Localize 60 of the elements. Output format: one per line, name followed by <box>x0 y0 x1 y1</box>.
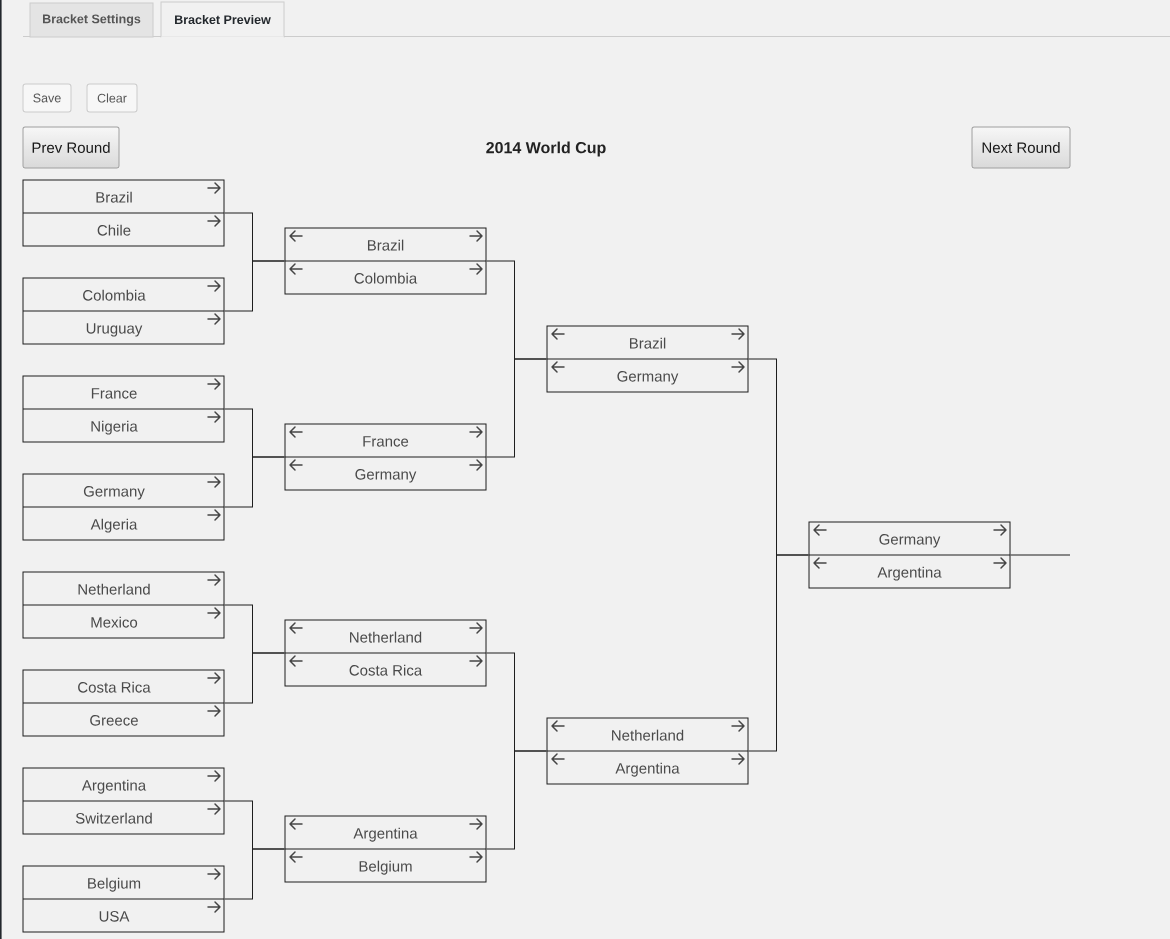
team-name: Chile <box>97 224 131 236</box>
team-name: Netherland <box>78 583 150 595</box>
button: Prev Round <box>22 126 120 169</box>
team-name: Germany <box>355 469 417 483</box>
connector-line <box>224 456 285 508</box>
match-box <box>546 717 749 785</box>
match-box <box>284 619 487 687</box>
button: Next Round <box>971 126 1071 169</box>
match-box <box>22 375 225 443</box>
match-box <box>22 179 225 247</box>
team-name: Belgium <box>88 877 141 892</box>
team-name: Belgium <box>359 860 412 875</box>
team-name: Colombia <box>354 272 418 284</box>
team-name: Argentina <box>877 566 942 581</box>
team-name: Nigeria <box>91 420 138 435</box>
team-name: France <box>363 436 409 447</box>
connector-line <box>486 358 547 458</box>
team-name: Germany <box>83 486 145 500</box>
connector-line <box>1010 554 1071 556</box>
match-box <box>22 277 225 345</box>
button: Clear <box>86 83 138 113</box>
team-name: Argentina <box>81 779 147 794</box>
match-box <box>22 767 225 835</box>
team-name: Greece <box>90 715 138 726</box>
team-name: Brazil <box>368 239 404 251</box>
team-name: Costa Rica <box>349 664 423 676</box>
match-box <box>284 815 487 883</box>
team-name: USA <box>99 911 130 922</box>
team-name: Germany <box>879 534 941 548</box>
team-name: Argentina <box>615 762 680 777</box>
team-name: Brazil <box>96 191 132 203</box>
team-name: Costa Rica <box>78 681 151 693</box>
match-box <box>22 865 225 933</box>
team-name: Brazil <box>630 337 666 349</box>
button: Save <box>22 83 72 113</box>
team-name: Netherland <box>612 729 684 741</box>
tab: Bracket Settings <box>29 2 154 38</box>
connector-line <box>224 260 285 312</box>
team-name: Netherland <box>350 631 422 643</box>
team-name: Mexico <box>91 616 138 628</box>
match-box <box>284 423 487 491</box>
team-name: Uruguay <box>86 323 143 337</box>
team-name: Algeria <box>90 518 138 533</box>
team-name: Switzerland <box>75 812 152 824</box>
team-name: Argentina <box>353 827 418 842</box>
team-name: Colombia <box>83 289 146 301</box>
match-box <box>22 669 225 737</box>
match-box <box>22 571 225 639</box>
title: 2014 World Cup <box>486 141 606 157</box>
connector-line <box>748 554 809 752</box>
match-box <box>808 521 1011 589</box>
match-box <box>22 473 225 541</box>
connector-line <box>224 848 285 900</box>
team-name: Germany <box>617 371 679 385</box>
match-box <box>284 227 487 295</box>
match-box <box>546 325 749 393</box>
team-name: France <box>91 388 137 399</box>
tab: Bracket Preview <box>160 1 285 39</box>
connector-line <box>486 750 547 850</box>
connector-line <box>224 652 285 704</box>
